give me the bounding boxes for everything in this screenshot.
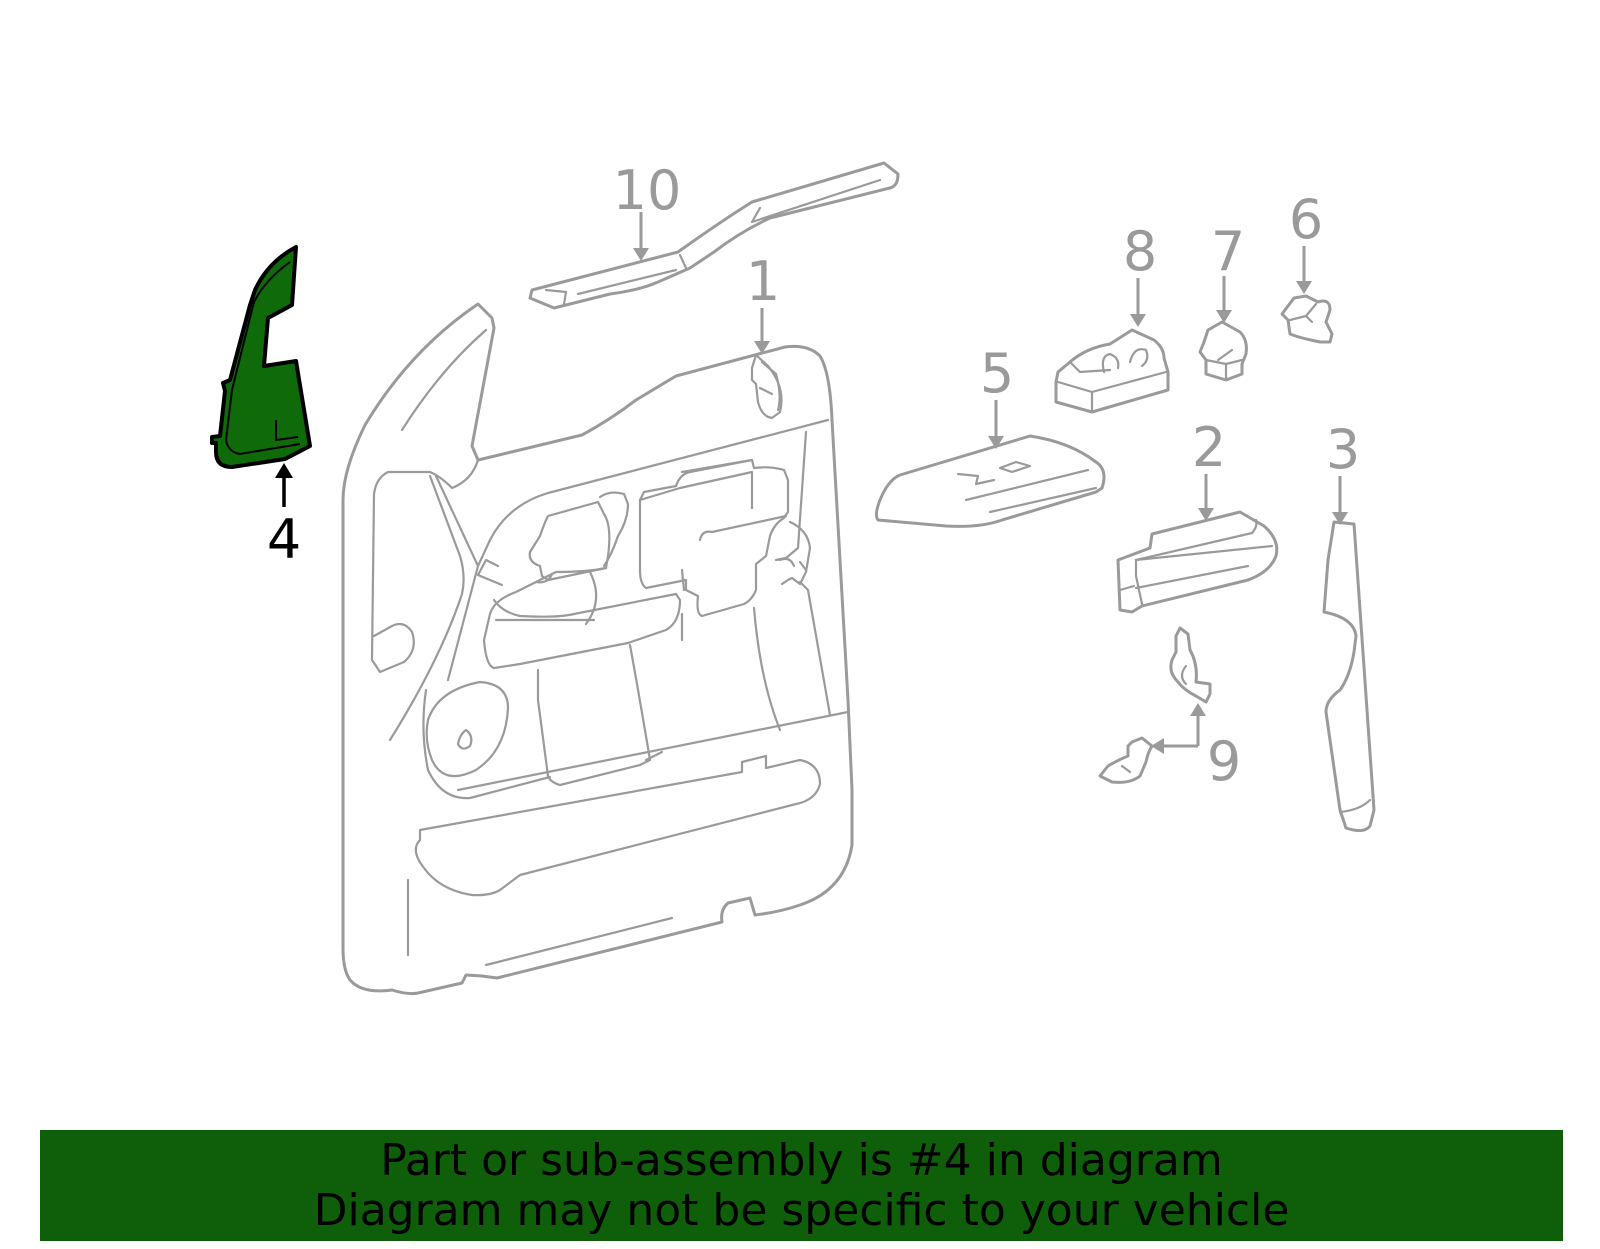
- part-4-highlighted[interactable]: [210, 245, 312, 469]
- part-10-molding[interactable]: [528, 161, 900, 310]
- banner-line-2: Diagram may not be specific to your vehi…: [313, 1185, 1290, 1236]
- callout-5: 5: [980, 342, 1014, 405]
- callout-6: 6: [1289, 188, 1323, 251]
- part-7-clip[interactable]: [1198, 320, 1248, 382]
- callout-arrows: [275, 212, 1348, 754]
- callout-4: 4: [267, 508, 301, 571]
- part-5-switch-bezel[interactable]: [874, 434, 1106, 528]
- part-8-switch[interactable]: [1054, 328, 1170, 414]
- callout-9: 9: [1207, 730, 1241, 793]
- part-9-retainer[interactable]: [1098, 626, 1212, 784]
- callout-1: 1: [746, 250, 780, 313]
- callout-3: 3: [1326, 418, 1360, 481]
- part-6-clip[interactable]: [1280, 294, 1334, 344]
- part-1-door-panel[interactable]: [341, 302, 854, 996]
- part-3-trim-strip[interactable]: [1322, 520, 1376, 833]
- callout-labels: 10 1 5 8 7 6 2 3 9 4: [267, 159, 1360, 793]
- callout-10: 10: [613, 159, 682, 222]
- banner-line-1: Part or sub-assembly is #4 in diagram: [380, 1135, 1223, 1186]
- callout-2: 2: [1192, 416, 1226, 479]
- part-2-armrest[interactable]: [1116, 510, 1279, 614]
- callout-8: 8: [1123, 220, 1157, 283]
- info-banner: Part or sub-assembly is #4 in diagram Di…: [40, 1130, 1563, 1241]
- callout-7: 7: [1211, 220, 1245, 283]
